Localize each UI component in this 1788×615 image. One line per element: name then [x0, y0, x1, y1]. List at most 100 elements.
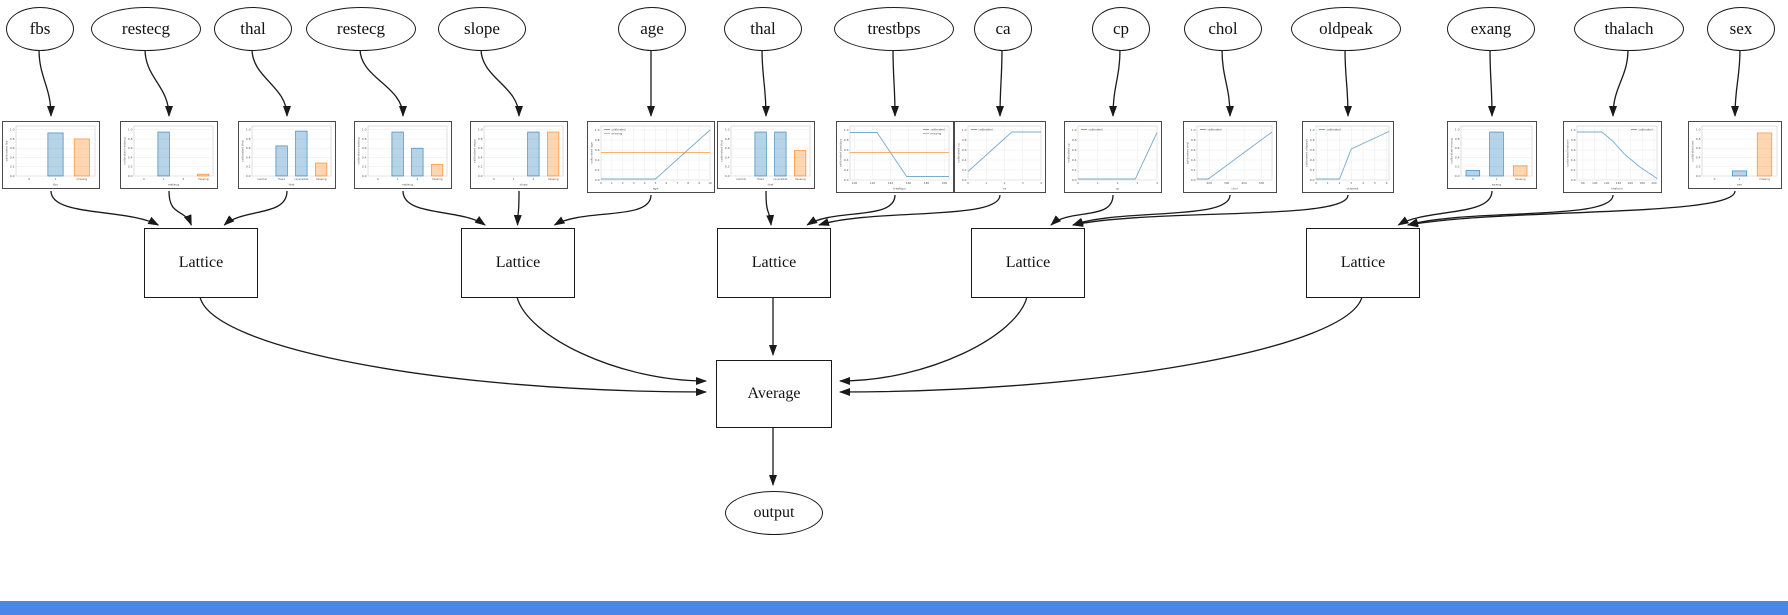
svg-text:0.0: 0.0: [594, 178, 599, 182]
svg-text:0.8: 0.8: [1190, 138, 1195, 142]
svg-text:1: 1: [1495, 177, 1497, 181]
svg-text:0.2: 0.2: [1309, 168, 1314, 172]
svg-text:160: 160: [905, 181, 911, 185]
svg-text:0.6: 0.6: [724, 146, 729, 150]
svg-text:calibrated chol: calibrated chol: [1185, 142, 1189, 164]
svg-text:0.6: 0.6: [127, 146, 132, 150]
svg-text:0.2: 0.2: [594, 168, 599, 172]
svg-text:0.6: 0.6: [361, 146, 366, 150]
svg-text:0: 0: [600, 181, 602, 185]
svg-text:1.0: 1.0: [1190, 128, 1195, 132]
edge-arrow: [402, 190, 486, 226]
edge-arrow: [144, 48, 173, 117]
svg-text:slope: slope: [519, 183, 527, 187]
svg-text:fixed: fixed: [278, 177, 285, 181]
svg-text:0.0: 0.0: [1454, 174, 1459, 178]
svg-text:0.0: 0.0: [9, 174, 14, 178]
svg-text:1: 1: [1096, 181, 1098, 185]
svg-text:0.8: 0.8: [594, 138, 599, 142]
svg-text:restecg: restecg: [401, 183, 412, 187]
input-node-label: restecg: [121, 19, 171, 38]
svg-text:0.4: 0.4: [1695, 155, 1700, 159]
svg-text:2: 2: [1116, 181, 1118, 185]
svg-text:5: 5: [1373, 181, 1375, 185]
input-node-label: thalach: [1604, 19, 1654, 38]
edge-arrow: [1731, 48, 1741, 117]
svg-text:calibrated: calibrated: [1207, 128, 1221, 132]
lattice-node-3: Lattice: [971, 228, 1085, 298]
input-node-label: thal: [750, 19, 776, 38]
svg-text:0.4: 0.4: [1190, 158, 1195, 162]
svg-text:3: 3: [632, 181, 634, 185]
svg-text:0.8: 0.8: [245, 137, 250, 141]
svg-text:age: age: [652, 187, 658, 191]
svg-text:0.4: 0.4: [1309, 158, 1314, 162]
svg-text:0: 0: [967, 181, 969, 185]
svg-text:9: 9: [698, 181, 700, 185]
edge-arrow: [359, 48, 407, 117]
svg-text:missing: missing: [1759, 177, 1770, 181]
svg-text:calibrated: calibrated: [1088, 128, 1102, 132]
input-node-label: slope: [464, 19, 500, 38]
svg-text:normal: normal: [256, 177, 266, 181]
svg-text:calibrated age: calibrated age: [589, 142, 593, 164]
svg-text:0.0: 0.0: [1190, 178, 1195, 182]
svg-text:0.2: 0.2: [477, 165, 482, 169]
svg-text:reversible: reversible: [773, 177, 787, 181]
svg-text:chol: chol: [1231, 187, 1237, 191]
input-node-label: thal: [240, 19, 266, 38]
svg-text:6: 6: [1385, 181, 1387, 185]
edge-arrow: [50, 190, 160, 226]
svg-text:calibrated slope: calibrated slope: [472, 139, 476, 163]
svg-text:4: 4: [643, 181, 645, 185]
svg-text:0.6: 0.6: [594, 148, 599, 152]
svg-text:200: 200: [1651, 181, 1657, 185]
svg-text:180: 180: [923, 181, 929, 185]
svg-text:trestbps: trestbps: [893, 187, 906, 191]
svg-text:0.6: 0.6: [1454, 146, 1459, 150]
edge-arrow: [553, 194, 652, 226]
svg-text:2: 2: [182, 177, 184, 181]
svg-text:reversible: reversible: [294, 177, 308, 181]
edge-arrow: [1609, 48, 1629, 117]
edge-arrow: [1109, 48, 1121, 117]
svg-text:1.0: 1.0: [1309, 128, 1314, 132]
svg-text:0.6: 0.6: [843, 148, 848, 152]
input-node-label: restecg: [336, 19, 386, 38]
svg-text:4: 4: [1040, 181, 1042, 185]
svg-text:140: 140: [1616, 181, 1622, 185]
svg-text:0.8: 0.8: [961, 138, 966, 142]
svg-text:1.0: 1.0: [245, 128, 250, 132]
svg-text:calibrated sex: calibrated sex: [1690, 140, 1694, 161]
svg-text:1: 1: [611, 181, 613, 185]
lattice-node-2: Lattice: [717, 228, 831, 298]
input-node-5-age: age: [618, 7, 686, 51]
input-node-label: chol: [1208, 19, 1238, 38]
svg-text:0.8: 0.8: [477, 137, 482, 141]
svg-text:0.8: 0.8: [1571, 138, 1576, 142]
edge-arrow: [818, 194, 1001, 226]
svg-text:0.6: 0.6: [1571, 148, 1576, 152]
output-node-label: output: [753, 504, 795, 521]
input-node-3-restecg: restecg: [306, 7, 416, 51]
edge-arrow: [480, 48, 523, 117]
svg-text:400: 400: [1241, 181, 1247, 185]
svg-text:1.0: 1.0: [1695, 128, 1700, 132]
edge-arrow: [890, 48, 899, 117]
input-node-0-fbs: fbs: [6, 7, 74, 51]
svg-text:1.0: 1.0: [1071, 128, 1076, 132]
svg-text:0.6: 0.6: [477, 146, 482, 150]
svg-text:0.4: 0.4: [361, 155, 366, 159]
input-node-8-ca: ca: [974, 7, 1032, 51]
svg-text:100: 100: [851, 181, 857, 185]
input-node-6-thal: thal: [724, 7, 802, 51]
average-node: Average: [716, 360, 832, 428]
svg-text:4: 4: [1362, 181, 1364, 185]
svg-text:5: 5: [654, 181, 656, 185]
svg-text:0.2: 0.2: [9, 165, 14, 169]
